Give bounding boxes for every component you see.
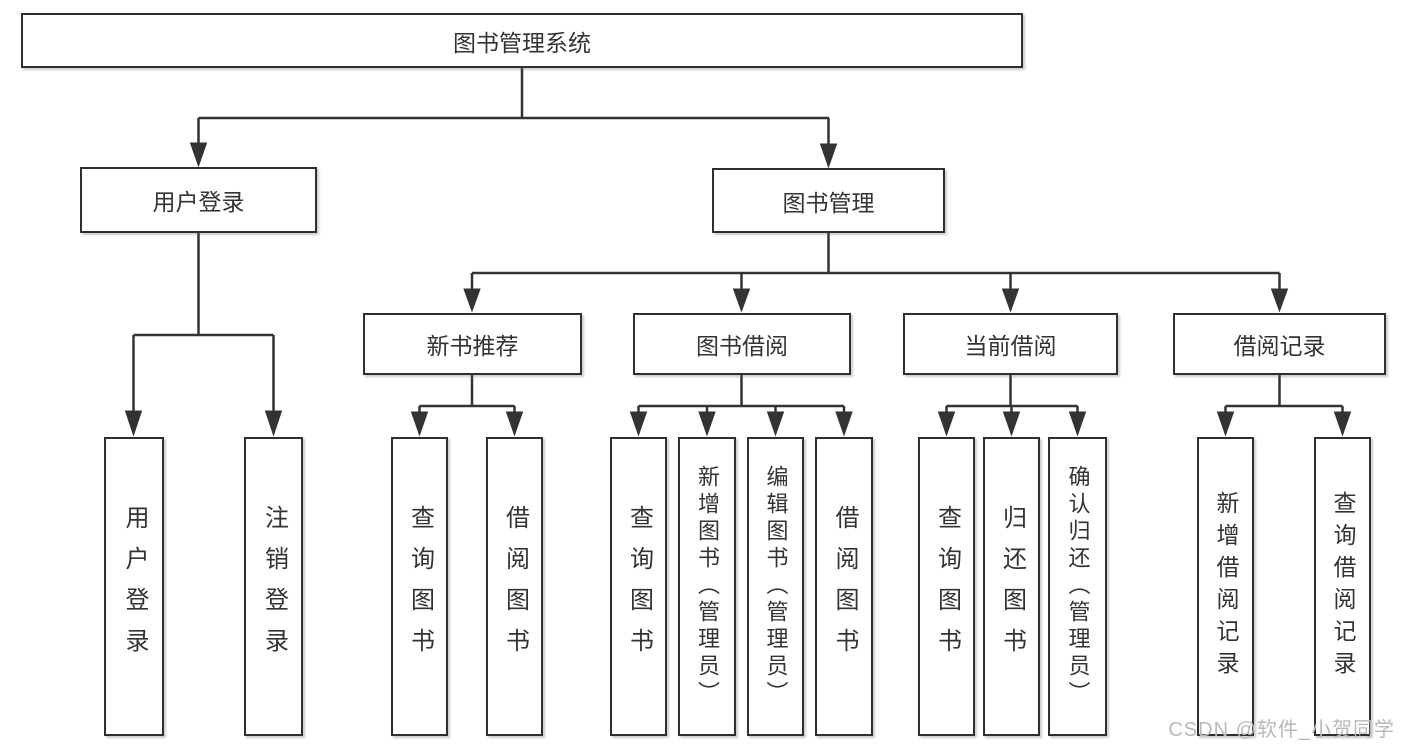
node-book-management: 图书管理 — [712, 168, 945, 233]
leaf-query-books-recommend-label: 查询图书 — [406, 504, 434, 669]
leaf-borrow-books-recommend-label: 借阅图书 — [501, 504, 529, 669]
node-library-management-system: 图书管理系统 — [21, 13, 1023, 68]
leaf-logout-label: 注销登录 — [260, 504, 288, 669]
leaf-borrow-books-recommend: 借阅图书 — [486, 437, 543, 736]
edge-borrow-records-children — [1216, 375, 1352, 437]
leaf-query-books-borrow-label: 查询图书 — [625, 504, 653, 669]
edge-current-borrow-children — [937, 375, 1087, 437]
leaf-user-login: 用户登录 — [104, 437, 164, 736]
leaf-confirm-return-admin: 确认归还（管理员） — [1048, 437, 1107, 736]
node-new-book-recommend: 新书推荐 — [363, 313, 582, 375]
edge-root-to-level2 — [189, 68, 838, 169]
leaf-query-books-current-label: 查询图书 — [933, 504, 961, 669]
node-book-borrow: 图书借阅 — [633, 313, 851, 375]
edge-book-management-children — [463, 233, 1289, 313]
leaf-borrow-books-borrow-label: 借阅图书 — [831, 504, 858, 669]
leaf-query-books-current: 查询图书 — [918, 437, 975, 736]
leaf-query-borrow-record-label: 查询借阅记录 — [1330, 490, 1356, 683]
leaf-query-borrow-record: 查询借阅记录 — [1314, 437, 1371, 736]
leaf-edit-book-admin-label: 编辑图书（管理员） — [763, 465, 789, 708]
csdn-watermark: CSDN @软件_小贺同学 — [1168, 719, 1395, 741]
leaf-query-books-recommend: 查询图书 — [391, 437, 448, 736]
leaf-query-books-borrow: 查询图书 — [610, 437, 667, 736]
edge-user-login-children — [124, 233, 283, 437]
leaf-confirm-return-admin-label: 确认归还（管理员） — [1065, 465, 1091, 708]
leaf-add-borrow-record-label: 新增借阅记录 — [1213, 490, 1239, 683]
leaf-user-login-label: 用户登录 — [121, 504, 148, 669]
leaf-borrow-books-borrow: 借阅图书 — [815, 437, 873, 736]
leaf-return-book: 归还图书 — [983, 437, 1040, 736]
leaf-logout: 注销登录 — [244, 437, 303, 736]
leaf-return-book-label: 归还图书 — [998, 504, 1026, 669]
leaf-add-book-admin-label: 新增图书（管理员） — [695, 465, 720, 708]
edge-book-borrow-children — [629, 375, 853, 437]
leaf-add-borrow-record: 新增借阅记录 — [1197, 437, 1254, 736]
leaf-edit-book-admin: 编辑图书（管理员） — [747, 437, 804, 736]
node-borrow-records: 借阅记录 — [1173, 313, 1386, 375]
node-user-login: 用户登录 — [80, 167, 317, 233]
leaf-add-book-admin: 新增图书（管理员） — [678, 437, 736, 736]
node-current-borrow: 当前借阅 — [903, 313, 1118, 375]
edge-new-book-recommend-children — [410, 375, 524, 437]
